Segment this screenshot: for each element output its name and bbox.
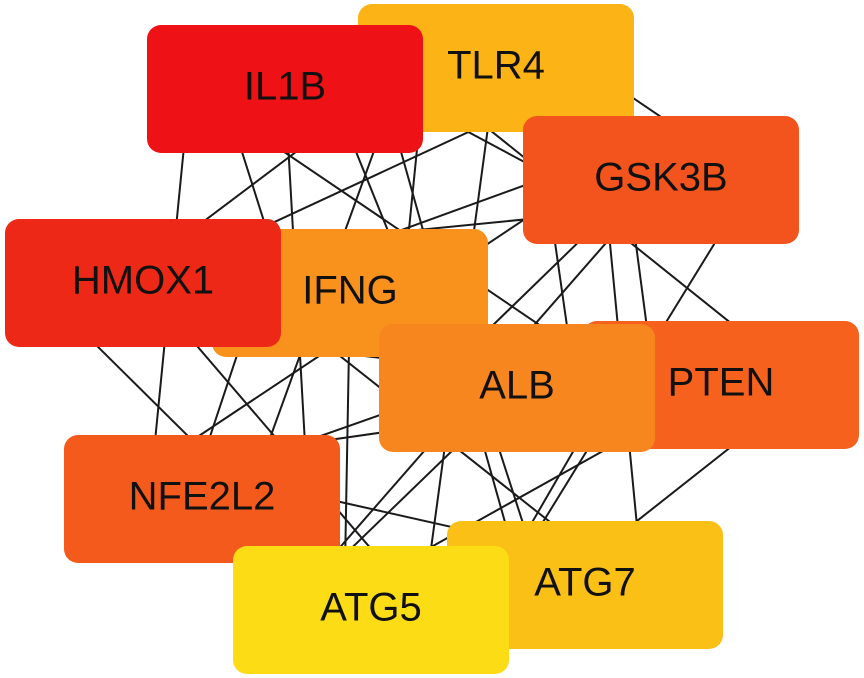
node-box-hmox1 bbox=[5, 219, 281, 347]
node-label-atg5: ATG5 bbox=[320, 586, 422, 630]
node-label-il1b: IL1B bbox=[244, 65, 326, 109]
node-box-il1b bbox=[147, 25, 423, 153]
node-label-ifng: IFNG bbox=[302, 269, 398, 313]
node-box-tlr4 bbox=[358, 4, 634, 132]
node-atg5[interactable]: ATG5 bbox=[233, 546, 509, 674]
node-label-alb: ALB bbox=[479, 364, 555, 408]
node-box-gsk3b bbox=[523, 116, 799, 244]
node-label-pten: PTEN bbox=[668, 361, 775, 405]
node-atg7[interactable]: ATG7 bbox=[447, 521, 723, 649]
node-box-atg5 bbox=[233, 546, 509, 674]
node-nfe2l2[interactable]: NFE2L2 bbox=[64, 435, 340, 563]
node-il1b[interactable]: IL1B bbox=[147, 25, 423, 153]
node-label-gsk3b: GSK3B bbox=[594, 156, 727, 200]
node-hmox1[interactable]: HMOX1 bbox=[5, 219, 281, 347]
node-box-nfe2l2 bbox=[64, 435, 340, 563]
node-box-atg7 bbox=[447, 521, 723, 649]
node-gsk3b[interactable]: GSK3B bbox=[523, 116, 799, 244]
node-label-atg7: ATG7 bbox=[534, 561, 636, 605]
node-alb[interactable]: ALB bbox=[379, 324, 655, 452]
node-label-tlr4: TLR4 bbox=[447, 44, 545, 88]
node-tlr4[interactable]: TLR4 bbox=[358, 4, 634, 132]
node-box-alb bbox=[379, 324, 655, 452]
node-label-hmox1: HMOX1 bbox=[72, 259, 214, 303]
node-label-nfe2l2: NFE2L2 bbox=[129, 475, 276, 519]
